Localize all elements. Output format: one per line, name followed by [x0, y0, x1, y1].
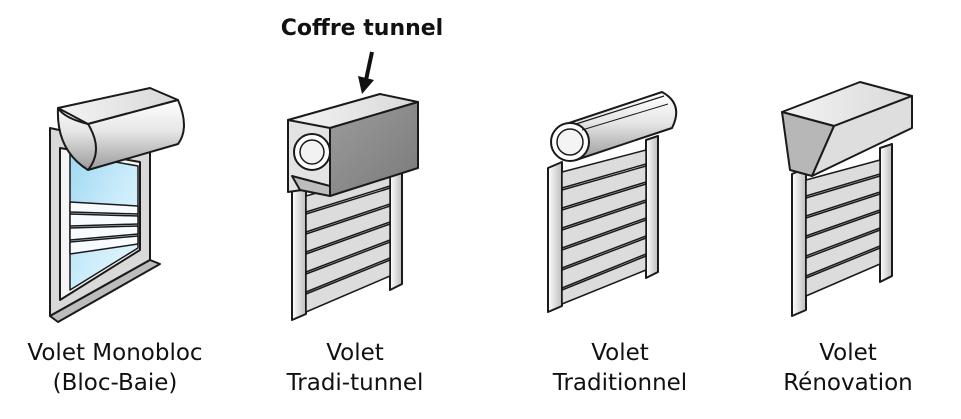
- caption-traditionnel: Volet Traditionnel: [520, 338, 720, 398]
- caption-traditionnel-line1: Volet: [591, 340, 649, 366]
- shutter-traditionnel-drawing: [547, 91, 678, 313]
- coffre-tunnel-arrow: [358, 51, 374, 94]
- caption-tradi-tunnel: Volet Tradi-tunnel: [255, 338, 455, 398]
- caption-renovation: Volet Rénovation: [748, 338, 948, 398]
- caption-tradi-tunnel-line2: Tradi-tunnel: [286, 370, 424, 396]
- shutter-renovation-drawing: [781, 81, 913, 317]
- caption-monobloc-line1: Volet Monobloc: [27, 340, 203, 366]
- shutter-monobloc-drawing: [49, 87, 185, 323]
- caption-renovation-line2: Rénovation: [783, 370, 913, 396]
- caption-traditionnel-line2: Traditionnel: [552, 370, 688, 396]
- coffre-tunnel-label: Coffre tunnel: [280, 16, 444, 41]
- caption-renovation-line1: Volet: [819, 340, 877, 366]
- caption-monobloc-line2: (Bloc-Baie): [52, 370, 178, 396]
- caption-tradi-tunnel-line1: Volet: [326, 340, 384, 366]
- caption-monobloc: Volet Monobloc (Bloc-Baie): [15, 338, 215, 398]
- shutter-tradi-tunnel-drawing: [287, 93, 419, 321]
